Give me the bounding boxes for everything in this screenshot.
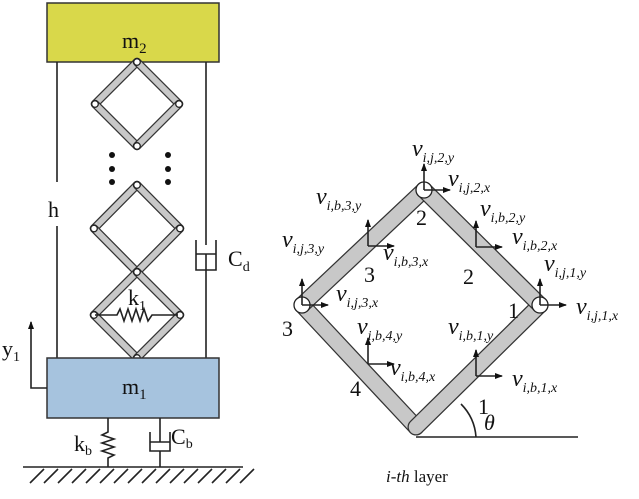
scissor-bar-fill — [134, 312, 183, 361]
hatch-line — [127, 468, 143, 484]
scissor-bar-fill — [134, 59, 182, 107]
scissor-bar-fill — [91, 225, 140, 275]
scissor-rhombus-top — [90, 57, 184, 151]
hatch-line — [155, 468, 171, 484]
bar-number-4: 4 — [350, 376, 361, 401]
scissor-bar-fill — [91, 269, 140, 318]
hatch-line — [141, 468, 157, 484]
hatch-line — [43, 468, 59, 484]
damper-cd — [195, 240, 217, 358]
displacement-y1-arrow — [28, 321, 47, 389]
mass-m1-label: m1 — [122, 374, 147, 403]
angle-theta-label: θ — [484, 410, 495, 435]
spring-k1-label: k1 — [128, 285, 146, 314]
spring-k1 — [95, 306, 178, 324]
mass-m2-label: m2 — [122, 28, 147, 57]
scissor-bar-fill — [92, 59, 140, 107]
scissor-bar-fill — [134, 101, 182, 149]
label-v-b2x: vi,b,2,x — [512, 224, 558, 254]
bar-1 — [407, 296, 549, 436]
hatch-line — [29, 468, 45, 484]
scissor-bar-fill — [92, 101, 140, 149]
pin-joint — [133, 181, 141, 189]
damper-cd-label: Cd — [228, 246, 250, 275]
right-model: θ 2 3 1 1 2 3 4 vi,j,2,y vi,j,2,x vi,b,3… — [282, 136, 619, 486]
label-v-j3y: vi,j,3,y — [282, 227, 325, 257]
label-v-b3x: vi,b,3,x — [383, 240, 429, 270]
displacement-y1-label: y1 — [2, 336, 20, 365]
pin-joint — [176, 224, 184, 233]
scissor-rhombus-middle — [89, 180, 185, 277]
pin-joint — [133, 142, 141, 150]
label-v-b1x: vi,b,1,x — [512, 366, 558, 396]
hatch-line — [183, 468, 199, 484]
ellipsis-dots — [109, 152, 171, 185]
bar-number-3: 3 — [364, 262, 375, 287]
scissor-bar-fill — [134, 182, 183, 232]
label-v-j1y: vi,j,1,y — [544, 251, 587, 281]
bar-3 — [293, 181, 433, 314]
damper-cb-label: Cb — [171, 424, 193, 452]
label-v-b4x: vi,b,4,x — [390, 355, 436, 385]
hatch-line — [71, 468, 87, 484]
label-v-j3x: vi,j,3,x — [336, 281, 379, 311]
damper-cb — [149, 418, 171, 467]
scissor-bar-fill — [91, 312, 140, 361]
scissor-bar-fill — [134, 225, 183, 275]
hatch-line — [225, 468, 241, 484]
scissor-rhombus-bottom — [89, 267, 185, 363]
label-v-j1x: vi,j,1,x — [576, 294, 619, 324]
joint-number-3: 3 — [282, 316, 293, 341]
joint-number-2: 2 — [416, 205, 427, 230]
velocity-axes — [299, 163, 567, 379]
pin-joint — [91, 100, 99, 108]
height-label: h — [48, 197, 59, 222]
label-v-b4y: vi,b,4,y — [357, 314, 403, 344]
caption: i-th layer — [386, 467, 448, 486]
hatch-line — [197, 468, 213, 484]
hatch-line — [113, 468, 129, 484]
scissor-bar-fill — [134, 269, 183, 318]
joint-number-1: 1 — [508, 298, 519, 323]
scissor-bar-fill — [91, 182, 140, 232]
mass-m2-block — [46, 2, 220, 63]
left-model: m2 h Cd k1 m1 y1 — [2, 2, 255, 484]
hatch-line — [211, 468, 227, 484]
label-v-j2y: vi,j,2,y — [412, 136, 455, 166]
label-v-j2x: vi,j,2,x — [448, 166, 491, 196]
spring-kb — [99, 418, 117, 467]
bar-number-1: 1 — [478, 394, 489, 419]
ground-hatch — [23, 466, 255, 484]
label-v-b3y: vi,b,3,y — [316, 184, 362, 214]
angle-arc — [460, 403, 477, 438]
hatch-line — [169, 468, 185, 484]
spring-kb-label: kb — [74, 431, 92, 459]
velocity-labels: vi,j,2,y vi,j,2,x vi,b,3,y vi,b,3,x vi,b… — [282, 136, 619, 396]
hatch-line — [99, 468, 115, 484]
mass-m1-block — [46, 357, 220, 419]
hatch-line — [57, 468, 73, 484]
pin-joint — [175, 100, 183, 108]
hatch-line — [239, 468, 255, 484]
label-v-b1y: vi,b,1,y — [448, 314, 494, 344]
pin-joint — [90, 224, 98, 233]
hatch-line — [85, 468, 101, 484]
pin-joint — [133, 58, 141, 66]
pin-joint — [133, 268, 141, 276]
label-v-b2y: vi,b,2,y — [480, 196, 526, 226]
bar-number-2: 2 — [463, 264, 474, 289]
bar-4 — [293, 296, 425, 436]
